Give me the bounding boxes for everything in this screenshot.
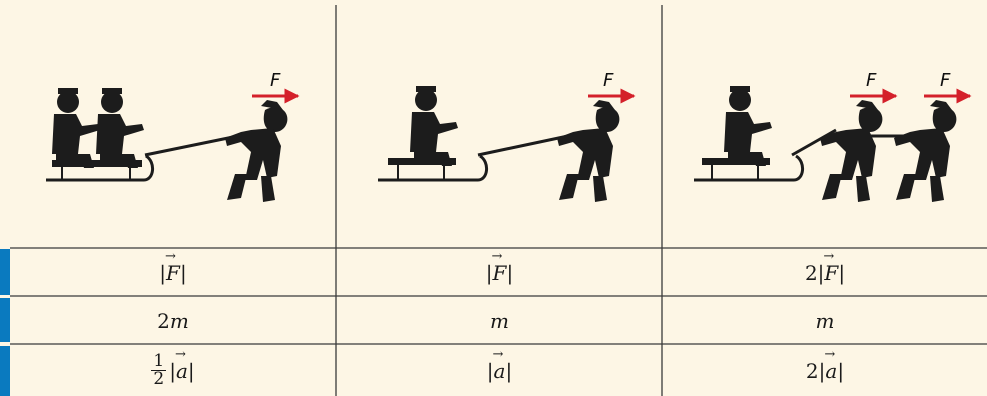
force-label: F [940,70,951,91]
rope [478,136,568,155]
acceleration-cell: |→a| [337,345,662,396]
child-sitter [52,88,100,168]
force-cell: 2|→F| [663,249,987,296]
mass-symbol: m [816,309,835,333]
mass-cell: m [663,297,987,344]
force-symbol: F [166,261,180,285]
force-label: F [603,70,614,91]
rope [145,136,238,155]
side-tab-force [0,249,10,295]
fraction-denominator: 2 [153,371,164,388]
scene-one-child-two-pullers [694,86,970,202]
accel-symbol: a [494,359,506,383]
scene-two-children-one-puller [46,88,298,202]
accel-symbol: a [176,359,188,383]
scene-one-child-one-puller [378,86,634,202]
side-tab-accel [0,346,10,396]
side-tab-mass [0,298,10,342]
child-sitter [724,86,772,166]
child-sitter [410,86,458,166]
mass-symbol: m [490,309,509,333]
child-puller [557,100,619,202]
force-cell: |→F| [10,249,336,296]
force-cell: |→F| [337,249,662,296]
force-coefficient: 2 [805,261,818,285]
accel-symbol: a [825,359,837,383]
force-symbol: F [824,261,838,285]
mass-cell: m [337,297,662,344]
accel-coefficient: 2 [806,359,819,383]
child-sitter [96,88,144,168]
mass-coefficient: 2 [157,309,170,333]
mass-symbol: m [170,309,189,333]
force-label: F [866,70,877,91]
force-symbol: F [493,261,507,285]
acceleration-cell: 2|→a| [663,345,987,396]
child-puller [820,100,882,202]
force-label: F [270,70,281,91]
child-puller [894,100,956,202]
child-puller [225,100,287,202]
